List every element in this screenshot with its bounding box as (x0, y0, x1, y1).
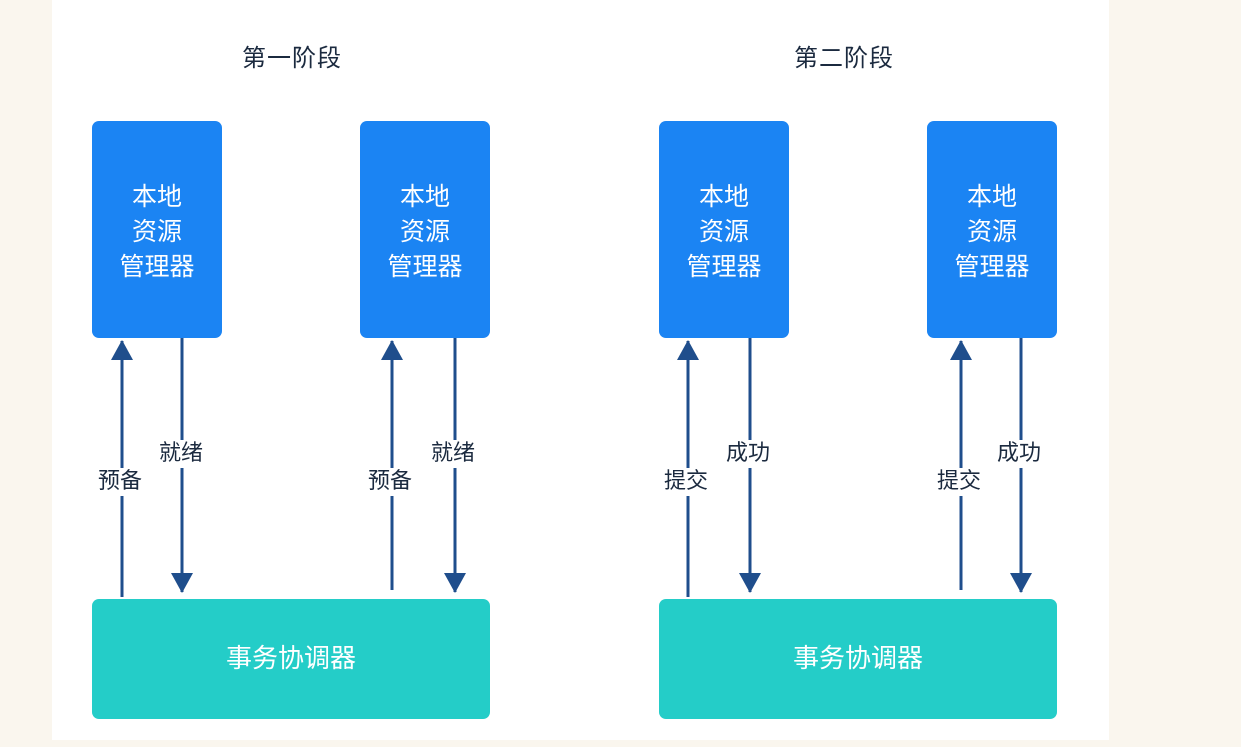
resource-manager-label: 本地 资源 管理器 (954, 182, 1030, 281)
coordinator-label: 事务协调器 (792, 644, 923, 674)
success-label: 成功 (724, 440, 773, 468)
phase1-resource-manager-left: 本地 资源 管理器 (92, 121, 222, 338)
resource-manager-label: 本地 资源 管理器 (387, 182, 463, 281)
resource-manager-label: 本地 资源 管理器 (686, 182, 762, 281)
coordinator-label: 事务协调器 (225, 644, 356, 674)
prepare-label: 预备 (366, 468, 415, 496)
phase1-resource-manager-right: 本地 资源 管理器 (360, 121, 490, 338)
ready-label: 就绪 (157, 440, 206, 468)
two-phase-commit-diagram: 第一阶段 第二阶段 本地 资源 管理器 本地 资源 管理器 本地 资源 管理器 … (52, 0, 1109, 740)
phase2-resource-manager-right: 本地 资源 管理器 (927, 121, 1057, 338)
resource-manager-label: 本地 资源 管理器 (119, 182, 195, 281)
phase2-title: 第二阶段 (794, 44, 894, 72)
phase1-transaction-coordinator: 事务协调器 (92, 599, 490, 719)
commit-label: 提交 (935, 468, 984, 496)
ready-label: 就绪 (429, 440, 478, 468)
phase2-transaction-coordinator: 事务协调器 (659, 599, 1057, 719)
commit-label: 提交 (662, 468, 711, 496)
phase2-resource-manager-left: 本地 资源 管理器 (659, 121, 789, 338)
phase1-title: 第一阶段 (242, 44, 342, 72)
prepare-label: 预备 (96, 468, 145, 496)
success-label: 成功 (995, 440, 1044, 468)
